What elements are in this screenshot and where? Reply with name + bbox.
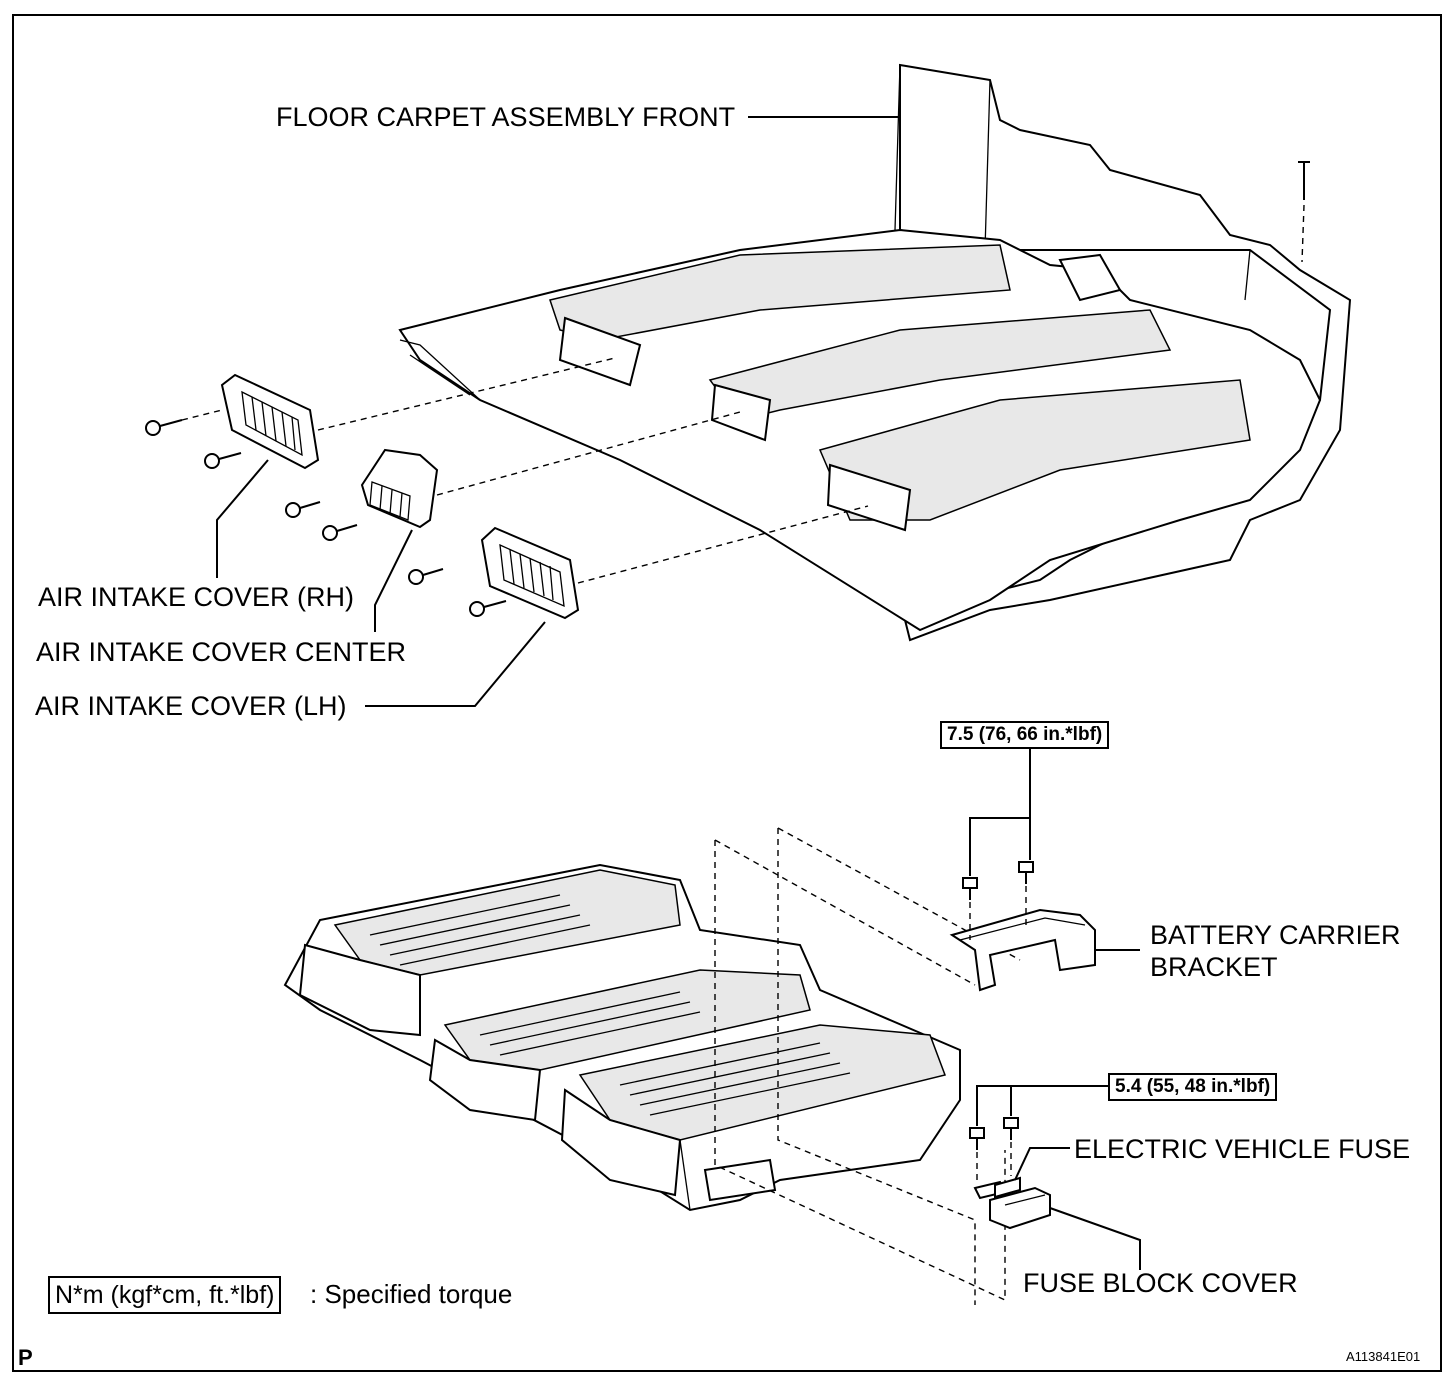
corner-letter: P [18, 1345, 33, 1370]
battery-carrier-bracket-drawing [949, 908, 1096, 992]
label-fuse-block-cover: FUSE BLOCK COVER [1023, 1268, 1298, 1298]
bracket-bolts [962, 861, 1034, 900]
diagram-frame [12, 14, 1442, 1372]
air-intake-cover-lh-drawing [480, 526, 580, 620]
label-air-intake-cover-center: AIR INTAKE COVER CENTER [36, 637, 407, 667]
label-air-intake-cover-rh: AIR INTAKE COVER (RH) [38, 582, 355, 612]
fuse-area-drawing [969, 1117, 1051, 1230]
legend-torque-text: : Specified torque [310, 1279, 513, 1309]
intake-screws [145, 419, 507, 617]
label-air-intake-cover-lh: AIR INTAKE COVER (LH) [35, 691, 347, 721]
air-intake-cover-rh-drawing [220, 373, 320, 470]
label-battery-carrier-line1: BATTERY CARRIER [1150, 920, 1401, 950]
air-intake-cover-center-drawing [360, 448, 439, 529]
label-electric-vehicle-fuse: ELECTRIC VEHICLE FUSE [1074, 1134, 1411, 1164]
label-floor-carpet-assembly-front: FLOOR CARPET ASSEMBLY FRONT [276, 102, 736, 132]
legend-torque-box: N*m (kgf*cm, ft.*lbf) [48, 1276, 282, 1314]
torque-box-fuse: 5.4 (55, 48 in.*lbf) [1108, 1073, 1278, 1101]
torque-box-bracket: 7.5 (76, 66 in.*lbf) [940, 721, 1110, 749]
label-battery-carrier-line2: BRACKET [1150, 952, 1278, 982]
figure-id: A113841E01 [1346, 1349, 1421, 1364]
battery-pack-drawing [283, 863, 961, 1212]
floor-carpet-drawing [398, 63, 1352, 642]
